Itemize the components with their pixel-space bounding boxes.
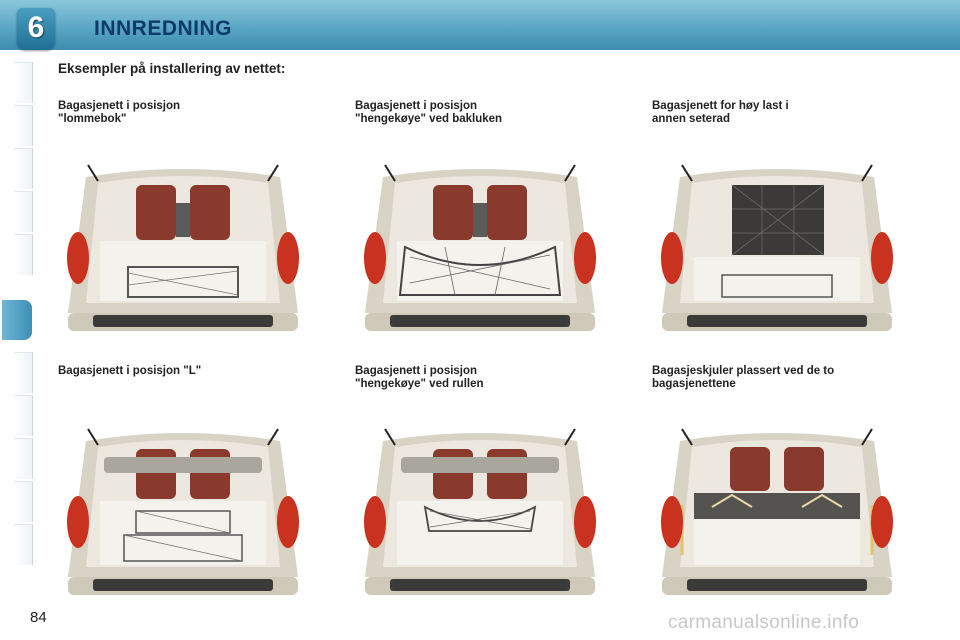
chapter-tab[interactable]	[14, 234, 33, 275]
trunk-photo-wallet	[58, 163, 308, 339]
caption-l-position: Bagasjenett i posisjon "L"	[58, 365, 202, 377]
caption-hammock-tailgate: Bagasjenett i posisjon "hengekøye" ved b…	[355, 100, 503, 125]
chapter-tab[interactable]	[14, 438, 33, 479]
trunk-photo-hammock-tailgate	[355, 163, 605, 339]
trunk-photo-hammock-roller	[355, 427, 605, 603]
watermark: carmanualsonline.info	[668, 612, 860, 633]
chapter-tab[interactable]	[14, 191, 33, 232]
caption-hammock-roller: Bagasjenett i posisjon "hengekøye" ved r…	[355, 365, 484, 390]
trunk-photo-l-position	[58, 427, 308, 603]
chapter-tab[interactable]	[14, 481, 33, 522]
chapter-tab[interactable]	[14, 352, 33, 393]
chapter-number: 6	[27, 11, 45, 44]
caption-cover-two-nets: Bagasjeskjuler plassert ved de to bagasj…	[652, 365, 835, 390]
chapter-title: INNREDNING	[94, 17, 233, 40]
chapter-tab[interactable]	[14, 105, 33, 146]
page-subtitle: Eksempler på installering av nettet:	[58, 61, 286, 76]
chapter-tabs	[0, 62, 34, 582]
chapter-tab-active[interactable]	[2, 300, 32, 340]
chapter-tab[interactable]	[14, 395, 33, 436]
page-number: 84	[30, 609, 47, 626]
caption-high-load-second-row: Bagasjenett for høy last i annen seterad	[652, 100, 789, 125]
trunk-photo-high-load	[652, 163, 902, 339]
caption-wallet-position: Bagasjenett i posisjon "lommebok"	[58, 100, 181, 125]
chapter-header: 6 INNREDNING	[0, 0, 960, 50]
trunk-photo-cover-two-nets	[652, 427, 902, 603]
chapter-tab[interactable]	[14, 148, 33, 189]
chapter-tab[interactable]	[14, 62, 33, 103]
chapter-badge: 6	[17, 8, 55, 50]
chapter-tab[interactable]	[14, 524, 33, 565]
